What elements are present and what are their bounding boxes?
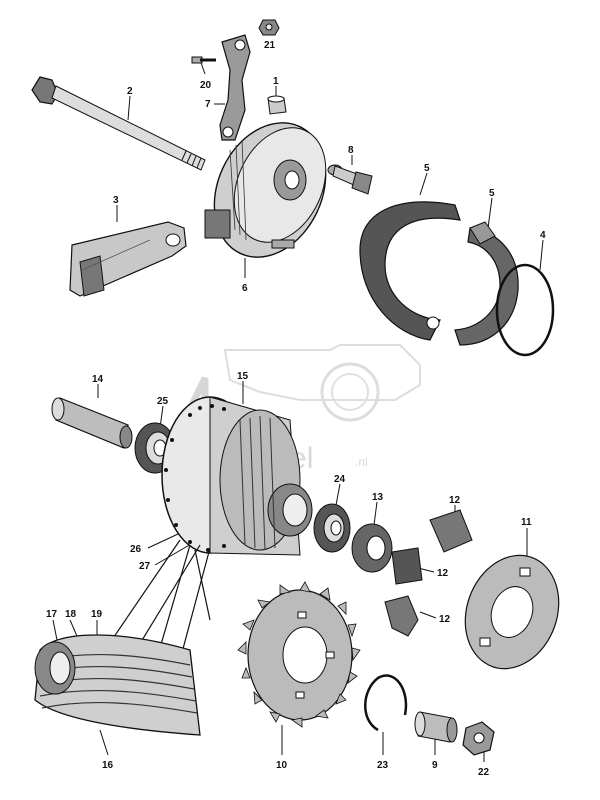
callout-27: 27 (139, 561, 151, 572)
callout-12-middle: 12 (437, 568, 449, 579)
damper-rubber-bottom (384, 595, 419, 637)
small-nut (258, 19, 280, 36)
watermark-text-tld: .nl (355, 455, 368, 469)
brake-shoe-left (359, 201, 461, 341)
callout-26: 26 (130, 544, 142, 555)
callout-7: 7 (205, 99, 211, 110)
axle-nut (462, 721, 495, 756)
callout-1: 1 (273, 76, 279, 87)
callout-4: 4 (540, 230, 546, 241)
callout-3: 3 (113, 195, 119, 206)
callout-numbers: 21 20 1 7 2 8 3 6 5 5 4 14 15 25 24 13 1… (46, 40, 546, 778)
callout-11: 11 (521, 517, 532, 528)
callout-24: 24 (334, 474, 346, 485)
shoe-spring (495, 263, 555, 357)
callout-16: 16 (102, 760, 114, 771)
callout-25: 25 (157, 396, 169, 407)
wheel-rim-tyre (34, 634, 201, 736)
callout-18: 18 (65, 609, 77, 620)
callout-22: 22 (478, 767, 490, 778)
callout-5-left: 5 (424, 163, 430, 174)
damper-rubber-middle (391, 547, 423, 585)
brake-arm (219, 34, 251, 141)
wheel-hub (161, 396, 313, 556)
callout-21: 21 (264, 40, 276, 51)
callout-12-bottom: 12 (439, 614, 451, 625)
callout-17: 17 (46, 609, 58, 620)
arm-bolt (191, 56, 216, 64)
bearing-right (313, 503, 351, 553)
callout-14: 14 (92, 374, 104, 385)
sprocket-sleeve (414, 711, 458, 743)
callout-19: 19 (91, 609, 103, 620)
brake-cam (327, 164, 373, 195)
brake-panel (204, 122, 327, 258)
callout-12-top: 12 (449, 495, 461, 506)
chain-adjuster (69, 221, 187, 297)
callout-8: 8 (348, 145, 354, 156)
damper-plate (464, 554, 560, 670)
callout-10: 10 (276, 760, 288, 771)
spacer-tube (51, 397, 133, 449)
axle-bolt (31, 76, 206, 171)
circlip (364, 674, 408, 732)
callout-20: 20 (200, 80, 212, 91)
rear-sprocket (237, 581, 361, 728)
watermark-wheel-icon (320, 362, 380, 422)
callout-2: 2 (127, 86, 133, 97)
callout-15: 15 (237, 371, 249, 382)
callout-5-right: 5 (489, 188, 495, 199)
damper-rubber-top (429, 509, 473, 553)
callout-13: 13 (372, 492, 384, 503)
damper-ring (351, 523, 393, 573)
callout-23: 23 (377, 760, 389, 771)
callout-6: 6 (242, 283, 248, 294)
brake-shoe-right (454, 221, 519, 346)
callout-9: 9 (432, 760, 438, 771)
cylindrical-nut (267, 95, 287, 115)
watermark-scooter-outline (223, 344, 421, 401)
